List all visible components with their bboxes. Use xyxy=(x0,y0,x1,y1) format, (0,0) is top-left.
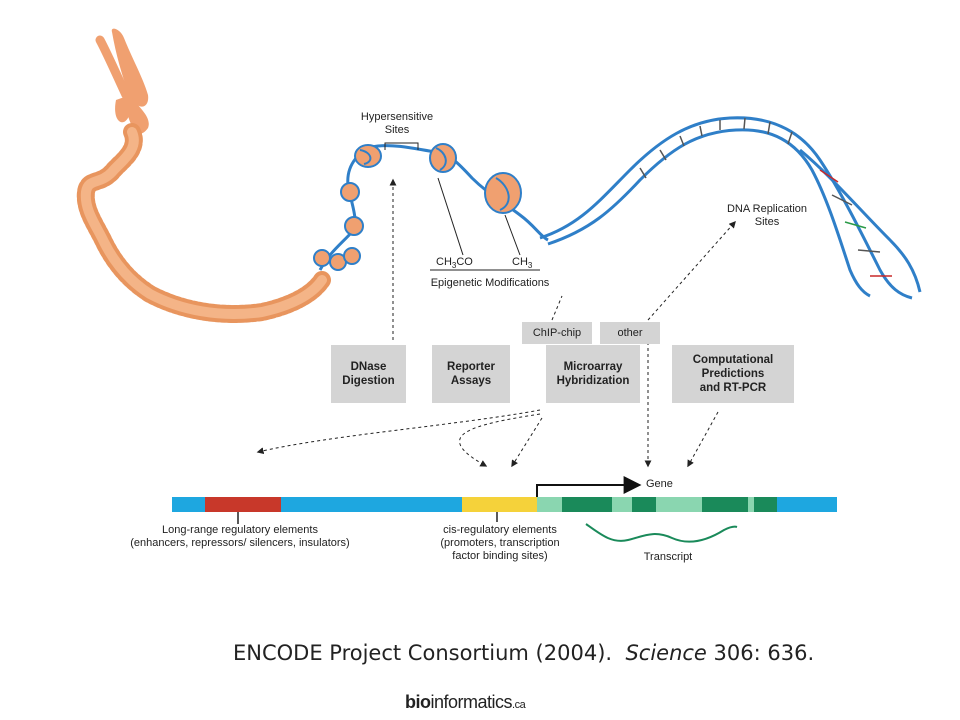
epigenetic-label: Epigenetic Modifications xyxy=(430,277,550,289)
genome-bar xyxy=(172,497,837,512)
hypersensitive-label: Hypersensitive Sites xyxy=(360,111,434,136)
transcript-squiggle xyxy=(585,523,738,543)
reporter-assays-box: Reporter Assays xyxy=(432,345,510,403)
transcription-start-arrow xyxy=(536,476,642,497)
citation: ENCODE Project Consortium (2004). Scienc… xyxy=(233,641,815,665)
microarray-hybridization-box: Microarray Hybridization xyxy=(546,345,640,403)
dnase-digestion-box: DNase Digestion xyxy=(331,345,406,403)
epigenetic-lines xyxy=(430,177,540,271)
dna-helix xyxy=(539,116,922,300)
chromosome-icon xyxy=(95,28,149,134)
long-range-segment xyxy=(205,497,281,512)
nucleosome-chain xyxy=(313,143,549,271)
chromatin-fiber xyxy=(76,123,331,323)
other-tab: other xyxy=(600,322,660,344)
exon-4 xyxy=(754,497,777,512)
chip-chip-tab: ChIP-chip xyxy=(522,322,592,344)
long-range-label: Long-range regulatory elements (enhancer… xyxy=(130,524,350,549)
cis-regulatory-label: cis-regulatory elements (promoters, tran… xyxy=(440,524,560,562)
hypersensitive-bracket xyxy=(384,142,419,150)
transcript-label: Transcript xyxy=(643,551,693,563)
computational-predictions-box: Computational Predictions and RT-PCR xyxy=(672,345,794,403)
exon-1 xyxy=(562,497,612,512)
bioinformatics-logo: bioinformatics.ca xyxy=(405,692,526,712)
dna-replication-label: DNA Replication Sites xyxy=(726,203,808,228)
method-arrows xyxy=(256,178,736,468)
acetyl-label: CH3CO xyxy=(436,256,473,271)
gene-label: Gene xyxy=(646,478,673,490)
exon-2 xyxy=(632,497,656,512)
methyl-label: CH3 xyxy=(512,256,533,271)
exon-3 xyxy=(702,497,748,512)
cis-segment xyxy=(462,497,537,512)
